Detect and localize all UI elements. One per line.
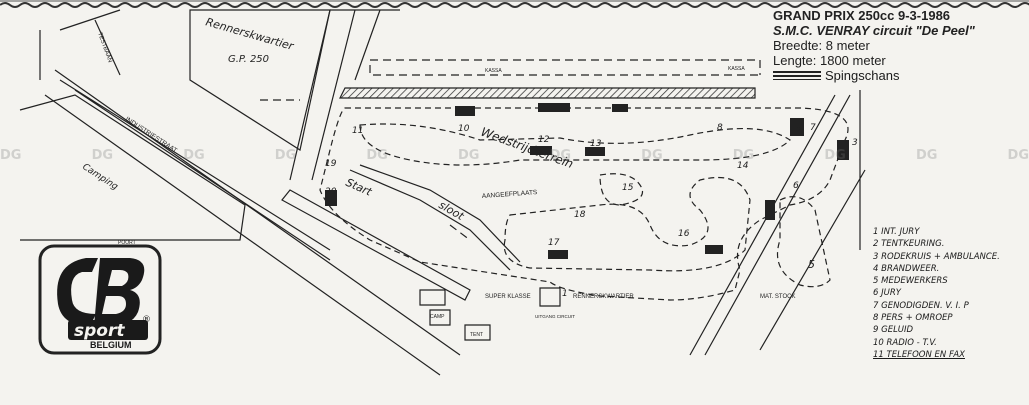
label-industriestraat: INDUSTRIESTRAAT — [124, 116, 178, 155]
key-item: 7 GENODIGDEN. V. I. P — [873, 300, 969, 311]
label-tent: TENT — [470, 332, 483, 338]
road-industriestraat — [59, 79, 331, 261]
cb-sport-logo: sport ® BELGIUM — [38, 244, 162, 355]
label-rennerskwartier: Rennerskwartier — [204, 15, 296, 53]
track-num-7: 7 — [810, 123, 816, 133]
map-header: GRAND PRIX 250cc 9-3-1986 S.M.C. VENRAY … — [773, 8, 1023, 83]
track-num-15: 15 — [622, 183, 634, 193]
logo-registered: ® — [142, 315, 151, 325]
label-kassa-1: KASSA — [485, 68, 502, 74]
sloot-line — [349, 164, 521, 271]
top-border — [0, 2, 1029, 8]
label-aangeefplaats: AANGEEFPLAATS — [482, 189, 539, 200]
track-width: Breedte: 8 meter — [773, 38, 870, 53]
jump-markers — [325, 103, 849, 259]
logo-country: BELGIUM — [90, 340, 132, 350]
track-inner-1 — [359, 123, 791, 166]
key-item: 5 MEDEWERKERS — [873, 276, 948, 287]
logo-word: sport — [74, 321, 125, 341]
track-num-13: 13 — [590, 139, 602, 149]
label-kassa-2: KASSA — [728, 66, 745, 72]
track-num-12: 12 — [538, 135, 550, 145]
key-item: 8 PERS + OMROEP — [873, 313, 953, 324]
road-right-2 — [759, 90, 866, 351]
track-length: Lengte: 1800 meter — [773, 53, 886, 68]
label-uitgang-circuit: UITGANG CIRCUIT — [535, 314, 575, 319]
circuit-name: S.M.C. VENRAY circuit "De Peel" — [773, 23, 975, 38]
track-inner-2 — [503, 176, 751, 272]
track-num-6: 6 — [793, 181, 799, 191]
track-num-5: 5 — [808, 258, 815, 271]
track-num-8: 8 — [717, 123, 723, 133]
label-camping: Camping — [80, 162, 119, 192]
key-item: 4 BRANDWEER. — [873, 263, 940, 274]
track-outer — [319, 107, 849, 301]
camping-area — [19, 94, 246, 241]
key-item: 3 RODEKRUIS + AMBULANCE. — [873, 251, 1000, 262]
label-super-klasse: SUPER KLASSE — [485, 294, 531, 300]
track-num-1: 1 — [562, 289, 568, 299]
label-mat-stock: MAT. STOCK — [760, 294, 795, 300]
track-num-14: 14 — [737, 161, 749, 171]
label-testbaan: TESTBAAN — [96, 32, 112, 64]
track-num-17: 17 — [548, 238, 560, 248]
track-inner-3 — [599, 173, 831, 288]
event-title: GRAND PRIX 250cc 9-3-1986 — [773, 8, 951, 23]
track-num-20: 20 — [325, 187, 337, 197]
key-item: 1 INT. JURY — [873, 227, 920, 237]
label-start: Start — [344, 176, 374, 199]
legend-jump: Spingschans — [773, 68, 1023, 83]
track-num-3: 3 — [852, 138, 858, 148]
legend-jump-label: Spingschans — [825, 68, 900, 83]
key-item: 2 TENTKEURING. — [873, 239, 945, 250]
paddock-buildings — [281, 189, 561, 341]
key-item: 6 JURY — [873, 288, 901, 299]
grandstand — [339, 87, 756, 99]
facility-key: 1 INT. JURY 2 TENTKEURING. 3 RODEKRUIS +… — [873, 226, 1023, 361]
label-wedstrijdterrein: Wedstrijdterrein — [479, 125, 575, 171]
track-num-2: 2 — [796, 126, 802, 136]
label-poort: POORT — [118, 240, 136, 246]
label-gp250: G.P. 250 — [228, 54, 269, 65]
dashed-perimeter — [260, 59, 761, 241]
kwartier-box — [189, 9, 331, 151]
track-num-11: 11 — [352, 126, 363, 136]
track-num-19: 19 — [325, 159, 337, 169]
road-right-1 — [689, 94, 851, 356]
key-item: 10 RADIO - T.V. — [873, 337, 937, 348]
road-testbaan — [59, 9, 121, 76]
track-num-18: 18 — [574, 210, 586, 220]
track-num-10: 10 — [458, 124, 470, 134]
label-camp: CAMP — [430, 314, 445, 320]
key-item: 9 GELUID — [873, 325, 914, 336]
label-rennerskwartier-small: RENNERSKWARTIER — [573, 294, 634, 300]
key-item: 11 TELEFOON EN FAX — [873, 349, 965, 360]
road-diagonal-left — [39, 30, 461, 376]
jump-legend-swatch — [773, 71, 821, 80]
track-num-16: 16 — [678, 229, 690, 239]
road-vertical-2 — [330, 9, 400, 81]
